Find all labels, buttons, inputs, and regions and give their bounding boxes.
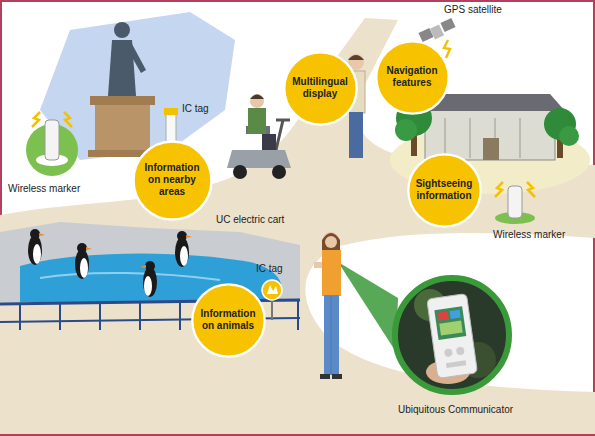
bubble-fill <box>192 284 264 356</box>
bubble-text-group: Information on animals <box>197 308 259 333</box>
zoom-wedge <box>338 262 398 352</box>
woman <box>314 232 342 379</box>
wireless-marker-left <box>26 112 78 176</box>
statue <box>88 22 157 157</box>
info-bubble: Multilingual display <box>282 50 359 127</box>
callout-label: GPS satellite <box>444 4 502 16</box>
info-bubble: Sightseeing information <box>406 152 483 229</box>
bubble-fill <box>376 41 448 113</box>
bubble-fill <box>408 154 480 226</box>
callout-label: Wireless marker <box>493 229 565 241</box>
penguins <box>28 229 192 297</box>
bubble-text-group: Navigation features <box>381 65 443 90</box>
bubble-text: Sightseeing information <box>413 178 475 202</box>
bubble-text: Multilingual display <box>289 76 351 100</box>
communicator-photo <box>395 278 509 392</box>
bubble-fill <box>133 141 211 219</box>
walkway <box>0 18 595 434</box>
info-bubble: Navigation features <box>374 39 451 116</box>
bubble-text: Navigation features <box>381 65 443 89</box>
callout-label: IC tag <box>256 263 283 275</box>
callout-label: IC tag <box>182 103 209 115</box>
info-bubble: Information on animals <box>190 282 267 359</box>
bubble-text-group: Information on nearby areas <box>141 162 203 199</box>
electric-cart <box>227 94 291 179</box>
bubble-text-group: Multilingual display <box>289 76 351 101</box>
ic-tag-sign <box>262 280 282 320</box>
bubble-text: Information on animals <box>197 308 259 332</box>
wireless-marker-right <box>495 182 535 224</box>
bubble-text: Information on nearby areas <box>141 162 203 198</box>
info-bubble: Information on nearby areas <box>131 139 214 222</box>
bubble-text-group: Sightseeing information <box>413 178 475 203</box>
callout-label: UC electric cart <box>216 214 284 226</box>
callout-label: Wireless marker <box>8 183 80 195</box>
bubble-fill <box>284 52 356 124</box>
callout-label: Ubiquitous Communicator <box>398 404 513 416</box>
